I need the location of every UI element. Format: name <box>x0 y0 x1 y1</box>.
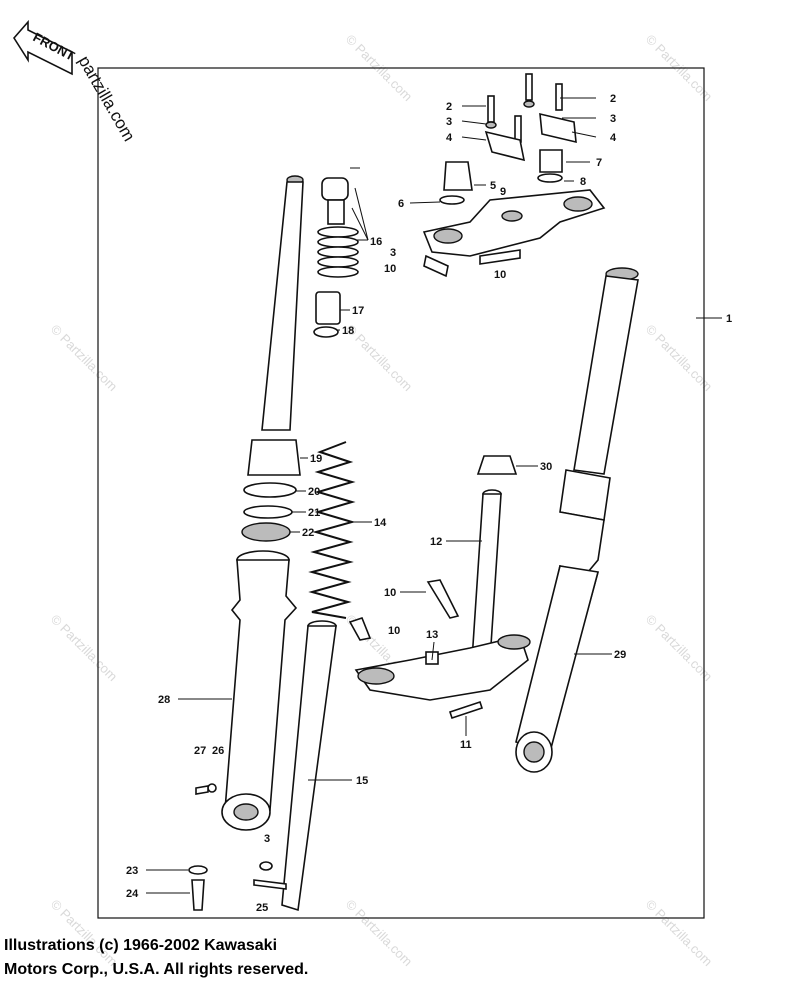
bolt-10d <box>348 617 372 641</box>
callout: 4 <box>610 132 617 144</box>
callout: 16 <box>370 236 382 248</box>
watermark: © Partzilla.com <box>48 322 121 395</box>
callout: 3 <box>264 833 270 845</box>
frame-border <box>97 67 705 919</box>
callout: 9 <box>500 186 506 198</box>
callout: 23 <box>126 865 138 877</box>
callout: 8 <box>580 176 586 188</box>
lower-triple-clamp <box>354 634 531 701</box>
callout: 26 <box>212 745 224 757</box>
washer-23 <box>188 865 208 875</box>
dust-cover <box>247 439 301 476</box>
oil-seal-22 <box>241 522 291 542</box>
damper-parts <box>313 177 359 338</box>
pinch-bolt-10b <box>479 249 521 265</box>
washer-26 <box>207 783 217 793</box>
watermark-layer: © Partzilla.com © Partzilla.com © Partzi… <box>48 32 716 970</box>
callout: 4 <box>446 132 453 144</box>
stem-cover-30 <box>476 455 518 475</box>
callout: 7 <box>596 157 602 169</box>
fork-spring <box>308 441 356 619</box>
damper-tube <box>281 620 337 912</box>
callout: 10 <box>494 269 506 281</box>
callout: 25 <box>256 902 268 914</box>
copyright-line-1: Illustrations (c) 1966-2002 Kawasaki <box>4 937 278 954</box>
callout: 17 <box>352 305 364 317</box>
callout: 3 <box>446 116 452 128</box>
callout: 11 <box>460 739 472 751</box>
callout: 19 <box>310 453 322 465</box>
callout: 30 <box>540 461 552 473</box>
watermark: © Partzilla.com <box>48 612 121 685</box>
callout: 14 <box>374 517 387 529</box>
washer-6 <box>439 195 465 205</box>
callout: 21 <box>308 507 320 519</box>
outer-tube-left <box>221 550 298 831</box>
upper-triple-clamp <box>422 189 606 257</box>
ring-20 <box>243 482 297 498</box>
front-arrow: FRONT <box>13 19 77 76</box>
brand-watermark: partzilla.com <box>75 53 139 145</box>
callout: 28 <box>158 694 170 706</box>
bolt-11 <box>448 700 484 720</box>
callout: 27 <box>194 745 206 757</box>
callout: 2 <box>610 93 616 105</box>
inner-tube-left <box>261 175 304 431</box>
bolt-10c <box>426 579 460 619</box>
callout: 22 <box>302 527 314 539</box>
callout: 10 <box>388 625 400 637</box>
steering-stem <box>471 489 502 661</box>
callout: 20 <box>308 486 320 498</box>
callout: 1 <box>726 313 732 325</box>
right-fork-assembly <box>515 267 639 773</box>
pinch-bolt-10 <box>423 254 449 278</box>
callout-labels: 2 3 4 2 3 4 5 9 6 7 8 1 3 10 10 16 17 18… <box>126 93 732 914</box>
cap-bolt-7 <box>539 149 563 173</box>
callout: 2 <box>446 101 452 113</box>
copyright-notice: Illustrations (c) 1966-2002 Kawasaki Mot… <box>4 934 424 982</box>
washer-3 <box>259 861 273 871</box>
washer-8 <box>537 173 563 183</box>
callout: 6 <box>398 198 404 210</box>
handlebar-holders <box>484 73 577 162</box>
callout: 29 <box>614 649 626 661</box>
callout: 24 <box>126 888 139 900</box>
ring-21 <box>243 505 293 519</box>
copyright-line-2: Motors Corp., U.S.A. All rights reserved… <box>4 961 309 978</box>
leader-lines <box>146 97 722 894</box>
callout: 15 <box>356 775 368 787</box>
screw-27 <box>195 785 209 795</box>
bolt-25 <box>253 879 287 890</box>
callout: 13 <box>426 629 438 641</box>
callout: 18 <box>342 325 354 337</box>
callout: 10 <box>384 263 396 275</box>
stem-bolt-5 <box>443 161 473 191</box>
callout: 3 <box>610 113 616 125</box>
callout: 12 <box>430 536 442 548</box>
bolt-24 <box>191 879 205 911</box>
callout: 3 <box>390 247 396 259</box>
callout: 5 <box>490 180 496 192</box>
callout: 10 <box>384 587 396 599</box>
